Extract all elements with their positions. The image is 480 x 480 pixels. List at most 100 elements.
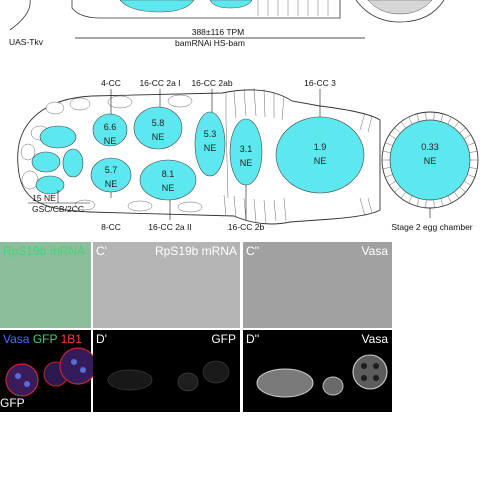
follicle-cell-line (433, 112, 435, 121)
panel-c-prime: C' RpS19b mRNA (93, 242, 240, 328)
panel-d-labels: Vasa GFP 1B1 GFP (0, 330, 91, 412)
label-16cc-2a-i: 16-CC 2a I (139, 78, 180, 88)
value-16cc-2b: 3.1 (240, 144, 253, 154)
top-germarium-outline (71, 0, 341, 19)
follicle-cell-line (469, 150, 478, 153)
panel-c-dprime: C'' Vasa (243, 242, 392, 328)
panel-d-prime-cyst (107, 369, 153, 391)
value-stage2: 0.33 (421, 142, 439, 152)
follicle-cell-line (408, 116, 413, 125)
follicle-cell-line (440, 113, 444, 122)
follicle-cell-line (394, 127, 401, 134)
follicle-cell-line (416, 198, 420, 207)
follicle-cell-line (385, 142, 393, 146)
panel-c-left-label: RpS19b mRNA (3, 244, 86, 258)
leader-lines (28, 89, 431, 220)
value-16cc-2a-ii: 8.1 (162, 169, 175, 179)
label-4cc: 4-CC (101, 78, 121, 88)
panel-d-dprime-cyst (322, 376, 344, 396)
panel-d-dprime-letter: D'' (246, 332, 260, 346)
label-8cc: 8-CC (101, 222, 121, 232)
panel-c-prime-letter: C' (96, 244, 107, 258)
follicle-cell-line (447, 195, 452, 204)
top-strip: UAS-Tkv 388±116 TPM bamRNAi HS-bam (9, 0, 445, 48)
unit-16cc-2a-i: NE (152, 132, 165, 142)
follicle-cell-line (469, 167, 478, 170)
germline-cysts (31, 106, 365, 201)
panel-d-dprime-nucleus (361, 363, 367, 369)
cell-values: 6.6 NE 5.8 NE 5.3 NE 3.1 NE 1.9 NE 0.33 … (104, 118, 439, 193)
panel-d-dprime-chamber (352, 354, 388, 390)
follicle-cell-line (467, 142, 475, 146)
panel-d-nucleus (80, 367, 86, 373)
panel-d-dprime-labels: D'' Vasa (243, 330, 392, 412)
gsc-cell (39, 125, 77, 149)
unit-stage2: NE (424, 156, 437, 166)
follicle-cell-line (408, 195, 413, 204)
panel-d-dprime-nucleus (373, 363, 379, 369)
panel-c-dprime-letter: C'' (246, 244, 260, 258)
follicle-cell-line (463, 180, 471, 186)
top-egg-chamber-ring (355, 0, 445, 23)
follicle-cell-line (467, 174, 475, 178)
2cc-cell (35, 175, 65, 195)
panel-d-dprime-nucleus (361, 375, 367, 381)
label-16cc-2ab: 16-CC 2ab (191, 78, 232, 88)
top-follicle-lines (257, 0, 329, 16)
follicle-cell-line (459, 127, 466, 134)
follicle-cell-line (463, 134, 471, 140)
diagram-labels: 4-CC 16-CC 2a I 16-CC 2ab 16-CC 3 15 NE … (32, 78, 473, 232)
unit-16cc-2ab: NE (204, 143, 217, 153)
panel-d-prime-label: GFP (211, 332, 236, 346)
follicle-cell-line (453, 191, 460, 199)
unit-16cc-3: NE (314, 156, 327, 166)
follicle-cell-line (389, 180, 397, 186)
gsc-cell (31, 151, 61, 173)
follicle-cell-line (425, 112, 427, 121)
panel-d-nucleus (15, 373, 21, 379)
panel-c-prime-label: RpS19b mRNA (154, 244, 237, 258)
panel-d-prime-cyst (202, 360, 230, 384)
follicle-cell-line (400, 191, 407, 199)
follicle-cell-line (453, 121, 460, 129)
value-8cc: 5.7 (105, 165, 118, 175)
follicle-cell-line (382, 167, 391, 170)
value-16cc-2ab: 5.3 (204, 129, 217, 139)
follicle-cell-line (447, 116, 452, 125)
somatic-cells (20, 94, 203, 213)
panel-d-prime-labels: D' GFP (93, 330, 240, 412)
cb-cell (62, 148, 84, 178)
unit-16cc-2a-ii: NE (162, 183, 175, 193)
microscopy-d-images (0, 330, 392, 412)
genotype-label: bamRNAi HS-bam (175, 38, 245, 48)
label-15ne: 15 NE (32, 193, 56, 203)
panel-d-bottom-label: GFP (0, 396, 25, 410)
tpm-label: 388±116 TPM (192, 27, 245, 37)
cyst-16cc-2a-ii (139, 159, 197, 201)
follicle-cell-line (433, 199, 435, 208)
top-cell (119, 0, 195, 13)
stage2-egg-chamber (381, 111, 479, 209)
follicle-cell-line (394, 186, 401, 193)
panel-d-chamber (5, 363, 39, 397)
follicle-cell-line (416, 113, 420, 122)
label-16cc-2b: 16-CC 2b (228, 222, 265, 232)
panel-d-dprime-cyst (256, 368, 314, 398)
follicle-cell-line (400, 121, 407, 129)
egg-chamber-follicle-cells (382, 112, 478, 208)
label-16cc-3: 16-CC 3 (304, 78, 336, 88)
follicle-cell-line (459, 186, 466, 193)
uas-tkv-label: UAS-Tkv (9, 37, 44, 47)
cyst-4cc (92, 113, 128, 147)
unit-16cc-2b: NE (240, 158, 253, 168)
panel-d-dprime-nucleus (373, 375, 379, 381)
label-stage2: Stage 2 egg chamber (391, 222, 472, 232)
label-gsc-cb-2cc: GSC/CB/2CC (32, 204, 84, 214)
panel-d-nucleus (24, 381, 30, 387)
panel-c-dprime-label: Vasa (361, 244, 388, 258)
top-cell (209, 0, 253, 9)
panel-d-gfp: GFP (32, 332, 58, 346)
unit-4cc: NE (104, 136, 117, 146)
panel-d-vasa: Vasa (3, 332, 30, 346)
cyst-16cc-3 (275, 116, 365, 194)
